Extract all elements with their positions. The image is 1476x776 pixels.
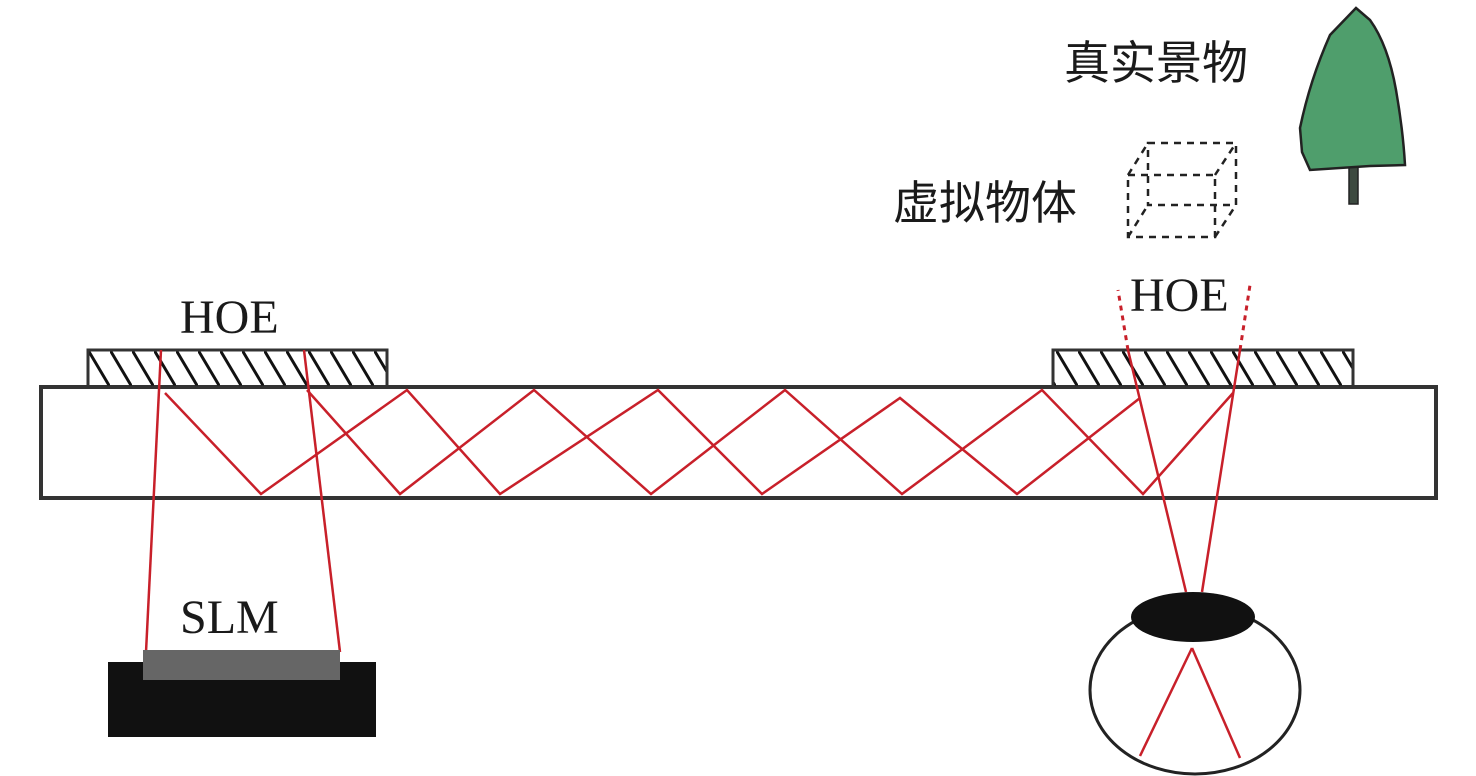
tree-trunk	[1348, 165, 1359, 205]
hoe-left-label: HOE	[180, 291, 279, 344]
tree-icon	[1298, 6, 1407, 172]
slm-label: SLM	[180, 591, 279, 644]
guided-ray-a	[164, 388, 1141, 496]
slm-panel	[143, 650, 340, 680]
input-ray-left	[144, 349, 163, 653]
eye-pupil	[1131, 592, 1255, 642]
waveguide	[39, 385, 1438, 500]
guided-ray-b	[306, 388, 1234, 496]
output-ray-right	[1200, 349, 1242, 593]
hoe-right-label: HOE	[1130, 269, 1229, 322]
retina-ray-right	[1190, 647, 1242, 759]
hoe-right-grating	[1051, 348, 1355, 389]
real-scene-label: 真实景物	[1064, 36, 1248, 90]
retina-ray-left	[1138, 647, 1194, 757]
input-ray-right	[302, 349, 342, 653]
hoe-left-grating	[86, 348, 389, 389]
virtual-object-label: 虚拟物体	[893, 176, 1077, 230]
output-ray-left	[1126, 349, 1188, 593]
virtual-ray-right	[1238, 284, 1252, 351]
virtual-cube-icon	[1126, 141, 1238, 239]
virtual-ray-left	[1116, 289, 1130, 351]
